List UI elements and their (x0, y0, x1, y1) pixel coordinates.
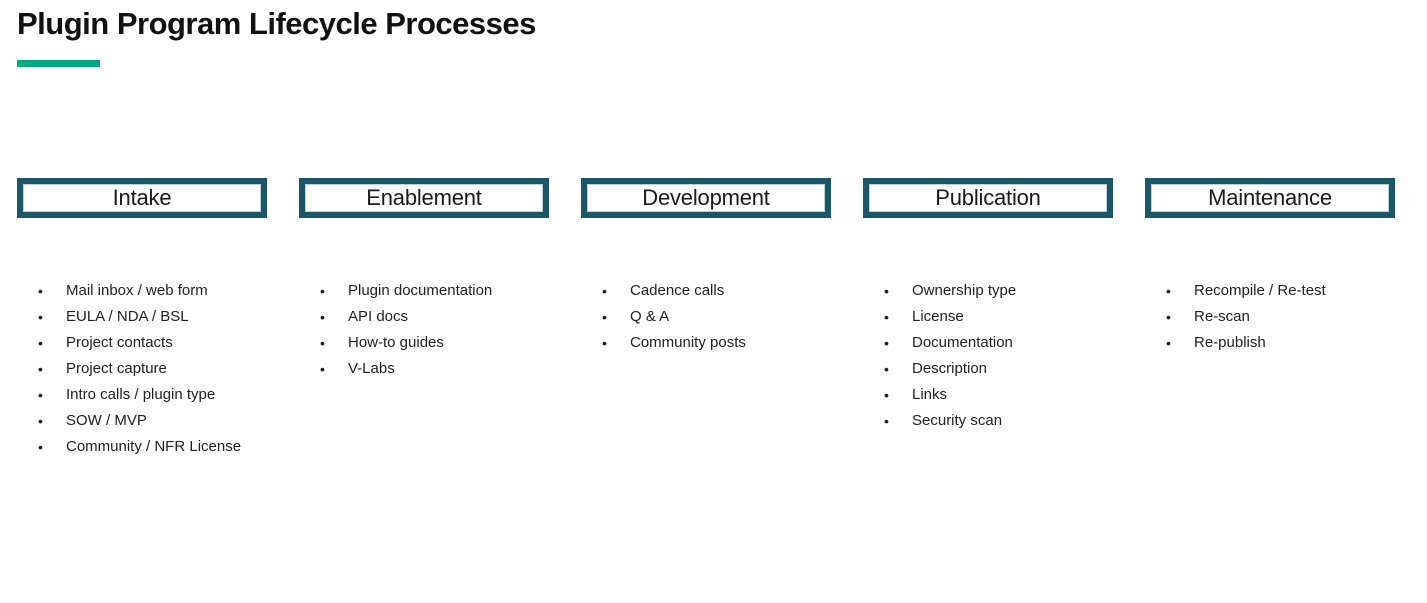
list-item: Community / NFR License (17, 434, 267, 460)
stage-item-list: Plugin documentationAPI docsHow-to guide… (299, 278, 549, 382)
stage-column-intake: Intake Mail inbox / web formEULA / NDA /… (17, 178, 267, 460)
list-item: Re-scan (1145, 304, 1395, 330)
stage-column-publication: Publication Ownership typeLicenseDocumen… (863, 178, 1113, 460)
list-item: Mail inbox / web form (17, 278, 267, 304)
stage-item-list: Recompile / Re-testRe-scanRe-publish (1145, 278, 1395, 356)
list-item: Project contacts (17, 330, 267, 356)
stage-item-list: Ownership typeLicenseDocumentationDescri… (863, 278, 1113, 434)
list-item: EULA / NDA / BSL (17, 304, 267, 330)
list-item: Ownership type (863, 278, 1113, 304)
stage-column-enablement: Enablement Plugin documentationAPI docsH… (299, 178, 549, 460)
stage-header-box: Publication (863, 178, 1113, 218)
stage-header-box: Maintenance (1145, 178, 1395, 218)
list-item: Documentation (863, 330, 1113, 356)
stage-label: Development (642, 185, 770, 210)
list-item: Description (863, 356, 1113, 382)
stage-item-list: Cadence callsQ & ACommunity posts (581, 278, 831, 356)
list-item: V-Labs (299, 356, 549, 382)
stage-header-box: Enablement (299, 178, 549, 218)
title-accent-bar (17, 60, 100, 67)
lifecycle-stages: Intake Mail inbox / web formEULA / NDA /… (17, 178, 1395, 460)
list-item: Intro calls / plugin type (17, 382, 267, 408)
list-item: Q & A (581, 304, 831, 330)
stage-item-list: Mail inbox / web formEULA / NDA / BSLPro… (17, 278, 267, 460)
stage-label: Enablement (366, 185, 482, 210)
stage-header-box: Development (581, 178, 831, 218)
list-item: Security scan (863, 408, 1113, 434)
list-item: Community posts (581, 330, 831, 356)
page-title: Plugin Program Lifecycle Processes (17, 6, 536, 41)
stage-header-box: Intake (17, 178, 267, 218)
list-item: SOW / MVP (17, 408, 267, 434)
list-item: API docs (299, 304, 549, 330)
stage-label: Publication (935, 185, 1041, 210)
stage-column-maintenance: Maintenance Recompile / Re-testRe-scanRe… (1145, 178, 1395, 460)
stage-label: Intake (112, 185, 172, 210)
list-item: Project capture (17, 356, 267, 382)
list-item: How-to guides (299, 330, 549, 356)
list-item: Plugin documentation (299, 278, 549, 304)
stage-label: Maintenance (1208, 185, 1332, 210)
stage-column-development: Development Cadence callsQ & ACommunity … (581, 178, 831, 460)
list-item: Cadence calls (581, 278, 831, 304)
list-item: Links (863, 382, 1113, 408)
list-item: Recompile / Re-test (1145, 278, 1395, 304)
list-item: License (863, 304, 1113, 330)
list-item: Re-publish (1145, 330, 1395, 356)
